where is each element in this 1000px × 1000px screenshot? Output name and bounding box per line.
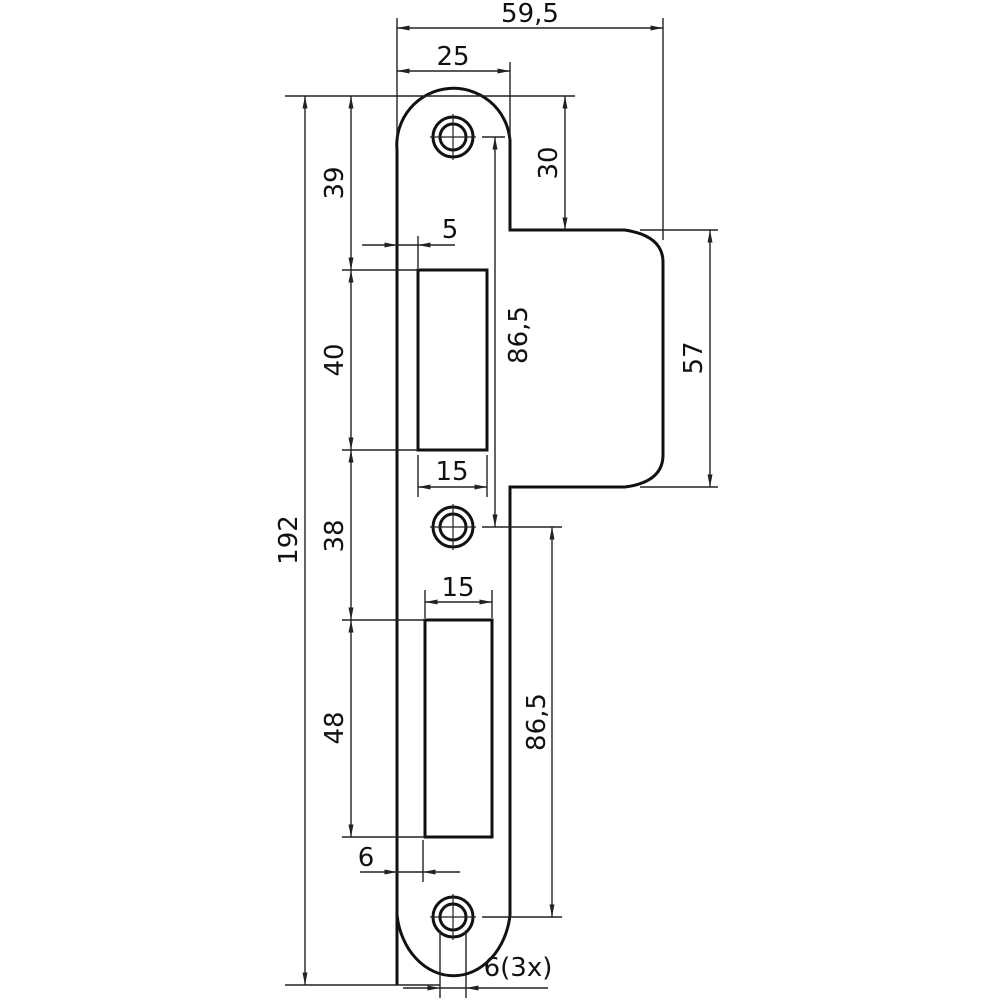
dimension-overall-height: 192 bbox=[274, 96, 440, 986]
dim-label-hole-spacing-upper: 86,5 bbox=[504, 306, 534, 364]
dim-label-plate-width: 25 bbox=[436, 42, 469, 72]
screw-hole-middle bbox=[430, 504, 476, 550]
dim-label-overall-width: 59,5 bbox=[501, 0, 559, 29]
dimension-hole-diameter: 6(3x) bbox=[403, 930, 552, 998]
dim-label-lower-slot-offset: 6 bbox=[358, 843, 375, 873]
lower-slot bbox=[423, 618, 494, 839]
dimension-hole-spacing-upper: 86,5 bbox=[482, 136, 534, 528]
dim-label-overall-height: 192 bbox=[274, 515, 304, 565]
plate-outline bbox=[395, 86, 665, 985]
upper-slot bbox=[416, 268, 489, 452]
dim-label-lower-slot-height: 48 bbox=[320, 711, 350, 744]
dim-label-lip-height: 57 bbox=[679, 341, 709, 374]
dimension-lower-slot-width: 15 bbox=[424, 573, 493, 618]
screw-hole-bottom bbox=[430, 894, 476, 940]
dim-label-hole-spacing-lower: 86,5 bbox=[522, 693, 552, 751]
dim-label-lip-offset: 30 bbox=[534, 146, 564, 179]
dimension-plate-width: 25 bbox=[397, 42, 511, 140]
dimension-lower-slot-offset: 6 bbox=[358, 840, 460, 882]
dimension-chain-vertical: 39 40 38 48 bbox=[320, 96, 425, 838]
dim-label-hole-diameter: 6(3x) bbox=[484, 953, 553, 983]
dim-label-between-slots: 38 bbox=[320, 519, 350, 552]
dim-label-lower-slot-width: 15 bbox=[441, 573, 474, 603]
dimension-hole-spacing-lower: 86,5 bbox=[482, 526, 562, 918]
screw-hole-top bbox=[430, 114, 476, 160]
dimension-upper-slot-offset: 5 bbox=[362, 215, 458, 268]
dim-label-upper-slot-width: 15 bbox=[435, 457, 468, 487]
dimension-lip-offset: 30 bbox=[534, 96, 568, 230]
dim-label-upper-slot-height: 40 bbox=[320, 343, 350, 376]
dimension-upper-slot-width: 15 bbox=[417, 455, 488, 497]
dimension-overall-width: 59,5 bbox=[396, 0, 664, 240]
dimension-lip-height: 57 bbox=[640, 229, 718, 488]
dim-label-top-to-slot: 39 bbox=[320, 166, 350, 199]
dim-label-upper-slot-offset: 5 bbox=[442, 215, 459, 245]
